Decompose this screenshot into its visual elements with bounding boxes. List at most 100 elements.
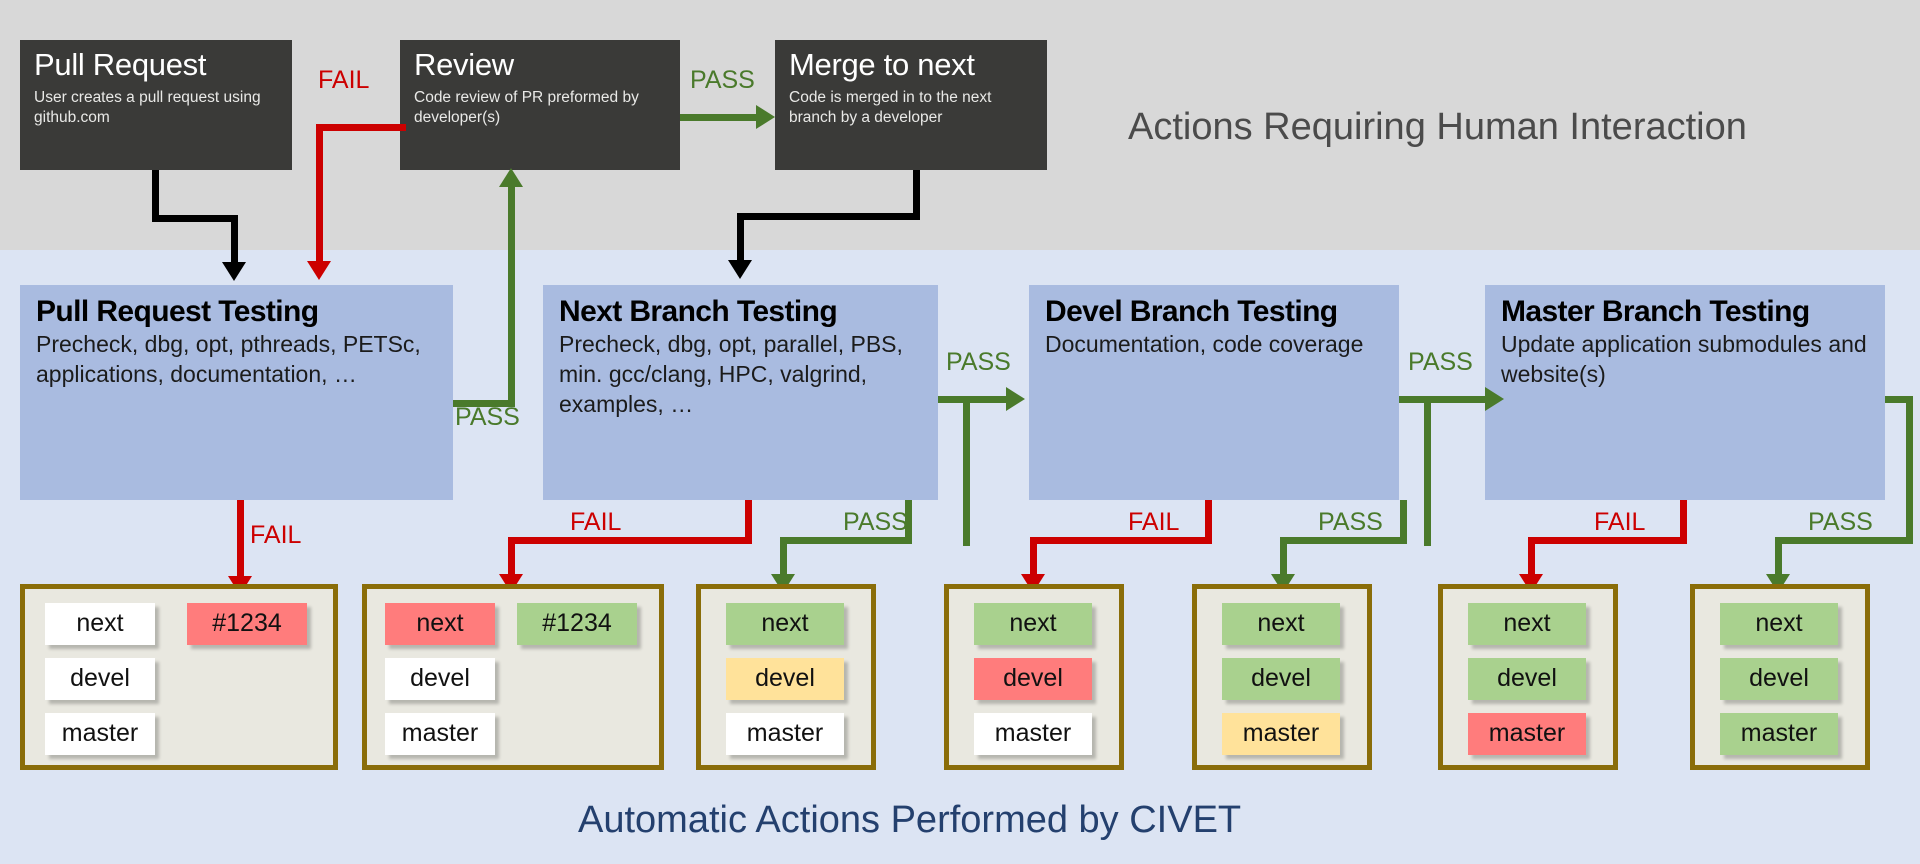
- edge-devel-pass-h: [1280, 537, 1407, 544]
- edge-pr-h: [152, 215, 238, 222]
- edge-prtest-pass-arrowhead: [499, 168, 523, 187]
- edge-devel-fail-v2: [1030, 537, 1037, 577]
- pr-badge: #1234: [517, 603, 637, 645]
- edge-nexttest-fail-v2: [508, 537, 515, 577]
- edge-master-pass-h2: [1775, 537, 1913, 544]
- status-panel-next-pass[interactable]: next devel master: [696, 584, 876, 770]
- edge-devel-pass-v1: [1400, 500, 1407, 544]
- branch-badge-devel: devel: [1222, 658, 1340, 700]
- edge-master-fail-h: [1528, 537, 1687, 544]
- human-step-desc: Code is merged in to the next branch by …: [789, 88, 992, 126]
- status-panel-devel-pass[interactable]: next devel master: [1192, 584, 1372, 770]
- edge-merge-h: [737, 213, 920, 220]
- edge-nexttest-fail-h: [508, 537, 752, 544]
- edge-prtest-pass-v: [508, 185, 515, 407]
- human-actions-title: Actions Requiring Human Interaction: [1128, 106, 1747, 148]
- branch-badge-master: master: [1468, 713, 1586, 755]
- testing-stage-devel-branch[interactable]: Devel Branch Testing Documentation, code…: [1029, 285, 1399, 500]
- edge-label-devel-fail: FAIL: [1128, 508, 1180, 536]
- edge-label-devel-master-pass: PASS: [1408, 348, 1473, 376]
- branch-badge-next: next: [1222, 603, 1340, 645]
- human-step-desc: User creates a pull request using github…: [34, 88, 261, 126]
- branch-badge-master: master: [1720, 713, 1838, 755]
- human-step-merge-to-next[interactable]: Merge to next Code is merged in to the n…: [775, 40, 1047, 170]
- edge-nexttest-pass-v2: [780, 537, 787, 577]
- edge-nexttest-fail-v1: [745, 500, 752, 544]
- testing-stage-title: Master Branch Testing: [1501, 295, 1810, 328]
- testing-stage-desc: Precheck, dbg, opt, pthreads, PETSc, app…: [36, 331, 421, 387]
- human-step-desc: Code review of PR preformed by developer…: [414, 88, 639, 126]
- edge-label-nexttest-fail: FAIL: [570, 508, 622, 536]
- edge-review-fail-h: [316, 124, 406, 131]
- branch-badge-master: master: [726, 713, 844, 755]
- edge-devel-pass-v2: [1280, 537, 1287, 577]
- branch-badge-devel: devel: [726, 658, 844, 700]
- testing-stage-master-branch[interactable]: Master Branch Testing Update application…: [1485, 285, 1885, 500]
- edge-label-review-fail: FAIL: [318, 66, 370, 94]
- branch-badge-master: master: [1222, 713, 1340, 755]
- status-panel-master-pass[interactable]: next devel master: [1690, 584, 1870, 770]
- edge-label-review-pass: PASS: [690, 66, 755, 94]
- testing-stage-next-branch[interactable]: Next Branch Testing Precheck, dbg, opt, …: [543, 285, 938, 500]
- branch-badge-devel: devel: [1468, 658, 1586, 700]
- edge-prtest-fail-v: [237, 500, 244, 580]
- status-panel-master-fail[interactable]: next devel master: [1438, 584, 1618, 770]
- edge-label-master-fail: FAIL: [1594, 508, 1646, 536]
- edge-master-pass-v: [1906, 396, 1913, 544]
- edge-review-fail-v: [316, 124, 323, 264]
- edge-pr-v2: [231, 215, 238, 265]
- branch-badge-devel: devel: [1720, 658, 1838, 700]
- edge-master-fail-v1: [1680, 500, 1687, 544]
- testing-stage-title: Next Branch Testing: [559, 295, 838, 328]
- branch-badge-master: master: [974, 713, 1092, 755]
- testing-stage-title: Pull Request Testing: [36, 295, 319, 328]
- status-panel-pr-fail[interactable]: next #1234 devel master: [20, 584, 338, 770]
- human-step-review[interactable]: Review Code review of PR preformed by de…: [400, 40, 680, 170]
- edge-review-pass-h: [680, 114, 756, 121]
- edge-merge-v2: [737, 213, 744, 263]
- human-step-title: Merge to next: [789, 47, 975, 82]
- edge-next-devel-riser: [963, 396, 970, 546]
- edge-review-fail-arrowhead: [307, 261, 331, 280]
- edge-review-pass-arrowhead: [756, 105, 775, 129]
- edge-label-next-devel-pass: PASS: [946, 348, 1011, 376]
- human-step-pull-request[interactable]: Pull Request User creates a pull request…: [20, 40, 292, 170]
- edge-label-prtest-pass: PASS: [455, 403, 520, 431]
- edge-master-pass-h1: [1885, 396, 1913, 403]
- branch-badge-devel: devel: [974, 658, 1092, 700]
- edge-pr-v1: [152, 170, 159, 222]
- edge-devel-master-riser: [1424, 396, 1431, 546]
- edge-devel-master-arrowhead: [1485, 387, 1504, 411]
- edge-label-prtest-fail: FAIL: [250, 521, 302, 549]
- edge-label-devel-pass: PASS: [1318, 508, 1383, 536]
- branch-badge-next: next: [974, 603, 1092, 645]
- edge-master-pass-v2: [1775, 537, 1782, 577]
- testing-stage-desc: Precheck, dbg, opt, parallel, PBS, min. …: [559, 331, 903, 417]
- testing-stage-pull-request[interactable]: Pull Request Testing Precheck, dbg, opt,…: [20, 285, 453, 500]
- edge-label-nexttest-pass: PASS: [843, 508, 908, 536]
- edge-next-devel-arrowhead: [1006, 387, 1025, 411]
- branch-badge-next: next: [726, 603, 844, 645]
- edge-prtest-pass-h: [453, 400, 515, 407]
- edge-devel-fail-v1: [1205, 500, 1212, 544]
- edge-nexttest-pass-v1: [905, 500, 912, 544]
- branch-badge-next: next: [385, 603, 495, 645]
- edge-devel-master-h: [1399, 396, 1485, 403]
- edge-master-fail-v2: [1528, 537, 1535, 577]
- edge-pr-arrowhead: [222, 262, 246, 281]
- human-step-title: Review: [414, 47, 514, 82]
- branch-badge-master: master: [45, 713, 155, 755]
- pr-badge: #1234: [187, 603, 307, 645]
- branch-badge-devel: devel: [45, 658, 155, 700]
- branch-badge-next: next: [1720, 603, 1838, 645]
- testing-stage-desc: Update application submodules and websit…: [1501, 331, 1867, 387]
- edge-nexttest-pass-h: [780, 537, 912, 544]
- edge-merge-v1: [913, 170, 920, 220]
- status-panel-next-fail[interactable]: next #1234 devel master: [362, 584, 664, 770]
- branch-badge-next: next: [1468, 603, 1586, 645]
- edge-devel-fail-h: [1030, 537, 1212, 544]
- testing-stage-desc: Documentation, code coverage: [1045, 331, 1364, 357]
- branch-badge-devel: devel: [385, 658, 495, 700]
- status-panel-devel-fail[interactable]: next devel master: [944, 584, 1124, 770]
